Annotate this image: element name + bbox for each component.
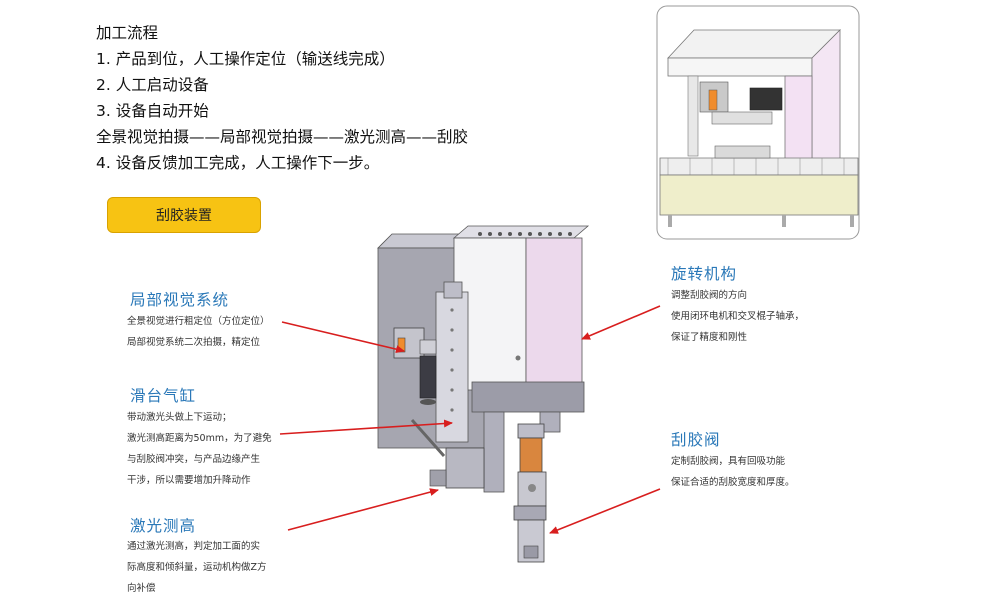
callout-rotation-desc: 调整刮胶阀的方向 使用闭环电机和交叉棍子轴承， 保证了精度和刚性 xyxy=(671,290,805,343)
callout-laser-height-title: 激光测高 xyxy=(130,517,197,535)
device-badge: 刮胶装置 xyxy=(107,197,261,233)
process-step-2: 2. 人工启动设备 xyxy=(96,76,209,94)
callout-rotation-title: 旋转机构 xyxy=(671,265,738,283)
machine-overview-image xyxy=(656,5,860,240)
process-step-3: 3. 设备自动开始 xyxy=(96,102,209,120)
callout-local-vision-title: 局部视觉系统 xyxy=(130,291,230,309)
callout-scraper-valve-title: 刮胶阀 xyxy=(671,431,721,449)
callout-laser-height-desc: 通过激光测高，判定加工面的实 际高度和倾斜量，运动机构做Z方 向补偿 xyxy=(127,541,267,594)
process-step-4: 4. 设备反馈加工完成，人工操作下一步。 xyxy=(96,154,380,172)
arrow-rotation xyxy=(581,305,661,340)
arrow-local-vision xyxy=(281,321,405,354)
scraper-device-drawing xyxy=(377,225,590,563)
arrow-slide-cylinder xyxy=(279,419,453,435)
process-step-1: 1. 产品到位，人工操作定位（输送线完成） xyxy=(96,50,395,68)
callout-scraper-valve-desc: 定制刮胶阀，具有回吸功能 保证合适的刮胶宽度和厚度。 xyxy=(671,456,795,488)
callout-arrows xyxy=(279,305,661,534)
process-step-3-detail: 全景视觉拍摄——局部视觉拍摄——激光测高——刮胶 xyxy=(96,128,469,146)
process-heading: 加工流程 xyxy=(96,24,159,42)
arrow-laser-height xyxy=(287,488,439,531)
arrow-scraper-valve xyxy=(549,488,661,534)
process-steps: 加工流程 1. 产品到位，人工操作定位（输送线完成） 2. 人工启动设备 3. … xyxy=(96,20,468,176)
callout-slide-cylinder-title: 滑台气缸 xyxy=(130,387,197,405)
callout-slide-cylinder-desc: 带动激光头做上下运动； 激光测高距离为50mm，为了避免 与刮胶阀冲突，与产品边… xyxy=(127,412,272,486)
callout-local-vision-desc: 全景视觉进行粗定位（方位定位） 局部视觉系统二次拍摄，精定位 xyxy=(127,316,270,348)
